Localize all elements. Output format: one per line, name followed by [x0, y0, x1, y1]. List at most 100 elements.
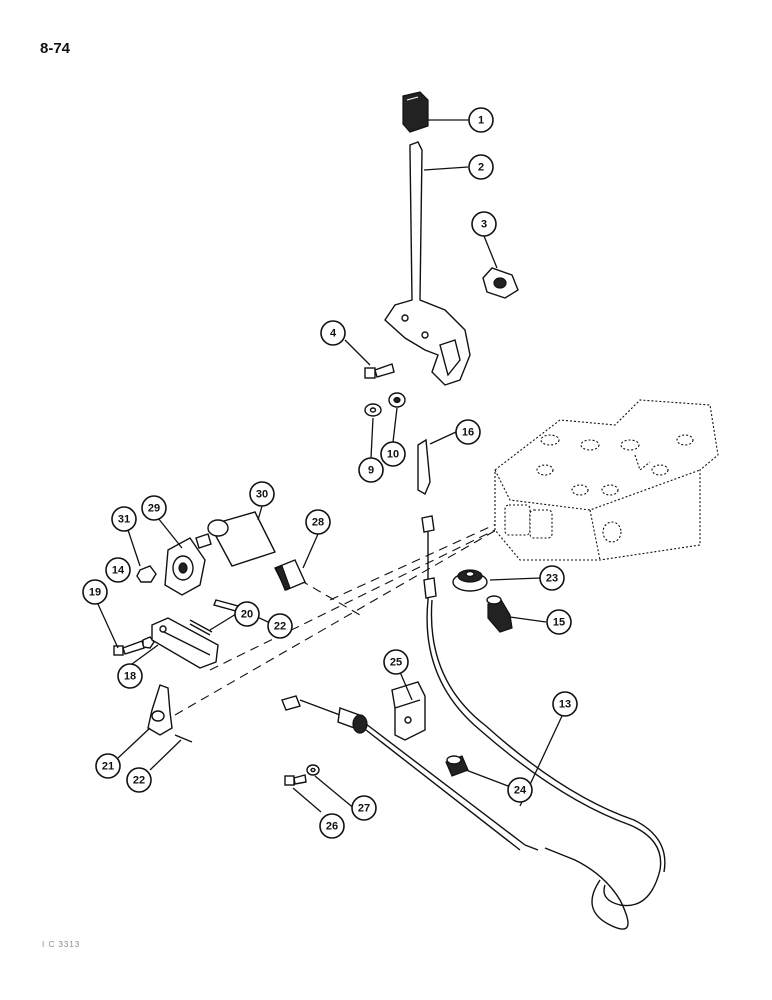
callout-circle	[95, 753, 121, 779]
callout-number: 3	[481, 219, 487, 231]
callout-15: 15	[546, 609, 572, 635]
cable-bracket-part	[391, 681, 426, 741]
callout-number: 25	[390, 657, 402, 669]
link-part	[417, 438, 431, 496]
callout-27: 27	[351, 795, 377, 821]
callout-circle	[471, 211, 497, 237]
callout-number: 20	[241, 609, 253, 621]
callout-circle	[267, 613, 293, 639]
callout-number: 27	[358, 803, 370, 815]
pin-parts	[174, 599, 239, 743]
callout-number: 15	[553, 617, 565, 629]
callout-number: 29	[148, 503, 160, 515]
callout-number: 4	[330, 328, 337, 340]
callout-number: 2	[478, 162, 484, 174]
nut-parts	[136, 565, 157, 649]
plug-part	[445, 755, 469, 777]
callout-10: 10	[380, 441, 406, 467]
callout-number: 9	[368, 465, 374, 477]
callout-2: 2	[468, 154, 494, 180]
bracket-part	[482, 267, 519, 299]
callout-31: 31	[111, 506, 137, 532]
cable-end-bracket-part	[147, 684, 173, 736]
grommet-part	[452, 569, 488, 592]
leader-lines	[96, 119, 563, 813]
callout-circle	[234, 601, 260, 627]
callout-number: 23	[546, 573, 558, 585]
callout-circle	[126, 767, 152, 793]
callout-number: 14	[112, 565, 125, 577]
callout-13: 13	[552, 691, 578, 717]
callout-number: 28	[312, 517, 324, 529]
callout-number: 1	[478, 115, 484, 127]
callout-circle	[546, 609, 572, 635]
callout-9: 9	[358, 457, 384, 483]
callout-circle	[111, 506, 137, 532]
callout-number: 18	[124, 671, 136, 683]
callout-number: 24	[514, 785, 527, 797]
lower-cable	[281, 695, 629, 930]
callout-circle	[105, 557, 131, 583]
callout-circle	[539, 565, 565, 591]
bolt-part-19	[113, 640, 145, 656]
bolt-part	[364, 363, 395, 379]
callout-3: 3	[471, 211, 497, 237]
callout-circle	[320, 320, 346, 346]
callout-29: 29	[141, 495, 167, 521]
callout-19: 19	[82, 579, 108, 605]
callout-18: 18	[117, 663, 143, 689]
knob-part	[402, 91, 429, 133]
callout-30: 30	[249, 481, 275, 507]
callout-24: 24	[507, 777, 533, 803]
callout-22: 22	[126, 767, 152, 793]
spacer-part	[274, 559, 306, 591]
callout-21: 21	[95, 753, 121, 779]
callout-16: 16	[455, 419, 481, 445]
callout-circle	[305, 509, 331, 535]
callout-circle	[117, 663, 143, 689]
callout-circle	[468, 154, 494, 180]
valve-body	[494, 399, 719, 561]
callout-number: 30	[256, 489, 268, 501]
callout-circle	[507, 777, 533, 803]
callout-14: 14	[105, 557, 131, 583]
lever-arm-part	[164, 537, 206, 596]
callout-number: 10	[387, 449, 399, 461]
clevis-part	[151, 617, 219, 669]
shaft-part	[195, 511, 276, 567]
callout-22: 22	[267, 613, 293, 639]
callout-circle	[380, 441, 406, 467]
callout-number: 13	[559, 699, 571, 711]
callout-circle	[455, 419, 481, 445]
screw-parts	[284, 764, 320, 786]
callout-number: 16	[462, 427, 474, 439]
callout-20: 20	[234, 601, 260, 627]
callout-28: 28	[305, 509, 331, 535]
callout-circle	[383, 649, 409, 675]
callout-number: 21	[102, 761, 114, 773]
callout-23: 23	[539, 565, 565, 591]
callout-4: 4	[320, 320, 346, 346]
callout-number: 19	[89, 587, 101, 599]
callout-circle	[319, 813, 345, 839]
callout-circle	[358, 457, 384, 483]
callout-26: 26	[319, 813, 345, 839]
callout-number: 26	[326, 821, 338, 833]
washer-parts	[364, 392, 406, 417]
boot-part	[486, 595, 513, 633]
callout-number: 31	[118, 514, 130, 526]
callout-1: 1	[468, 107, 494, 133]
callout-circle	[552, 691, 578, 717]
callout-number: 22	[133, 775, 145, 787]
callout-number: 22	[274, 621, 286, 633]
cotter-pin-part	[189, 619, 213, 636]
callout-circle	[351, 795, 377, 821]
callout-circle	[82, 579, 108, 605]
callout-group: 1234910163028293114192220182315251321222…	[82, 107, 578, 839]
lever-part	[384, 141, 471, 386]
alignment-lines	[174, 519, 506, 716]
figure-code: I C 3313	[42, 940, 81, 949]
callout-circle	[141, 495, 167, 521]
callout-circle	[468, 107, 494, 133]
control-cable	[421, 515, 666, 907]
